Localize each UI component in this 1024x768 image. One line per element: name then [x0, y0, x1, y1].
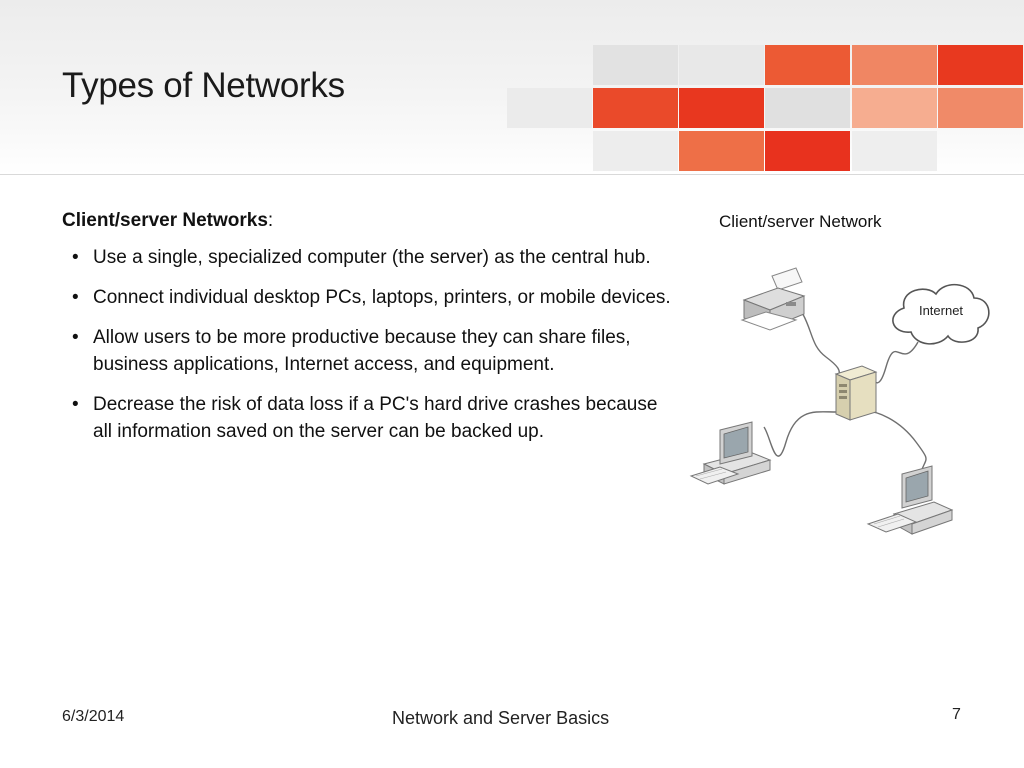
bullet-text: Decrease the risk of data loss if a PC's… [93, 394, 658, 442]
printer-icon [740, 267, 806, 331]
bullet-text: Allow users to be more productive becaus… [93, 327, 631, 375]
bullet-text: Connect individual desktop PCs, laptops,… [93, 287, 671, 308]
bullet-marker: • [72, 287, 79, 308]
decor-tile [679, 131, 764, 171]
decor-tile [593, 131, 678, 171]
section-heading-bold: Client/server Networks [62, 210, 268, 231]
section-heading-colon: : [267, 210, 274, 231]
desktop-right-cable [855, 410, 927, 473]
desktop-computer-icon [689, 421, 772, 485]
page-number: 7 [952, 706, 961, 723]
decor-tile [852, 131, 937, 171]
decor-tile [593, 45, 678, 85]
slide-body: Client/server Networks: • Use a single, s… [62, 210, 672, 458]
decor-tile [679, 45, 764, 85]
footer-title: Network and Server Basics [392, 708, 610, 728]
footer-date: 6/3/2014 [62, 708, 125, 725]
bullet-item: • Allow users to be more productive becau… [62, 324, 672, 378]
server-icon [834, 365, 878, 421]
bullet-marker: • [72, 394, 79, 415]
slide-title: Types of Networks [62, 66, 345, 105]
header-divider [0, 174, 1024, 175]
section-heading: Client/server Networks: [62, 210, 672, 232]
decor-tile [765, 131, 850, 171]
desktop-left-cable [763, 411, 837, 457]
decor-tile [852, 88, 937, 128]
decor-tile [852, 45, 937, 85]
slide-header: Types of Networks [0, 0, 1024, 175]
bullet-marker: • [72, 247, 79, 268]
decor-tile [938, 88, 1023, 128]
figure-caption: Client/server Network [719, 212, 882, 231]
bullet-marker: • [72, 327, 79, 348]
internet-cloud-label: Internet [919, 303, 963, 318]
bullet-text: Use a single, specialized computer (the … [93, 247, 651, 268]
bullet-item: • Decrease the risk of data loss if a PC'… [62, 391, 672, 445]
decor-tile [593, 88, 678, 128]
bullet-item: • Connect individual desktop PCs, laptops… [62, 284, 672, 311]
decor-tile [765, 88, 850, 128]
client-server-network-diagram: Internet [689, 267, 990, 535]
decor-tile [507, 88, 592, 128]
internet-cloud-icon: Internet [892, 283, 990, 345]
desktop-computer-icon [866, 465, 954, 535]
bullet-list: • Use a single, specialized computer (the… [62, 244, 672, 445]
decor-tile [938, 45, 1023, 85]
bullet-item: • Use a single, specialized computer (the… [62, 244, 672, 271]
decor-tile [765, 45, 850, 85]
decor-tile [679, 88, 764, 128]
